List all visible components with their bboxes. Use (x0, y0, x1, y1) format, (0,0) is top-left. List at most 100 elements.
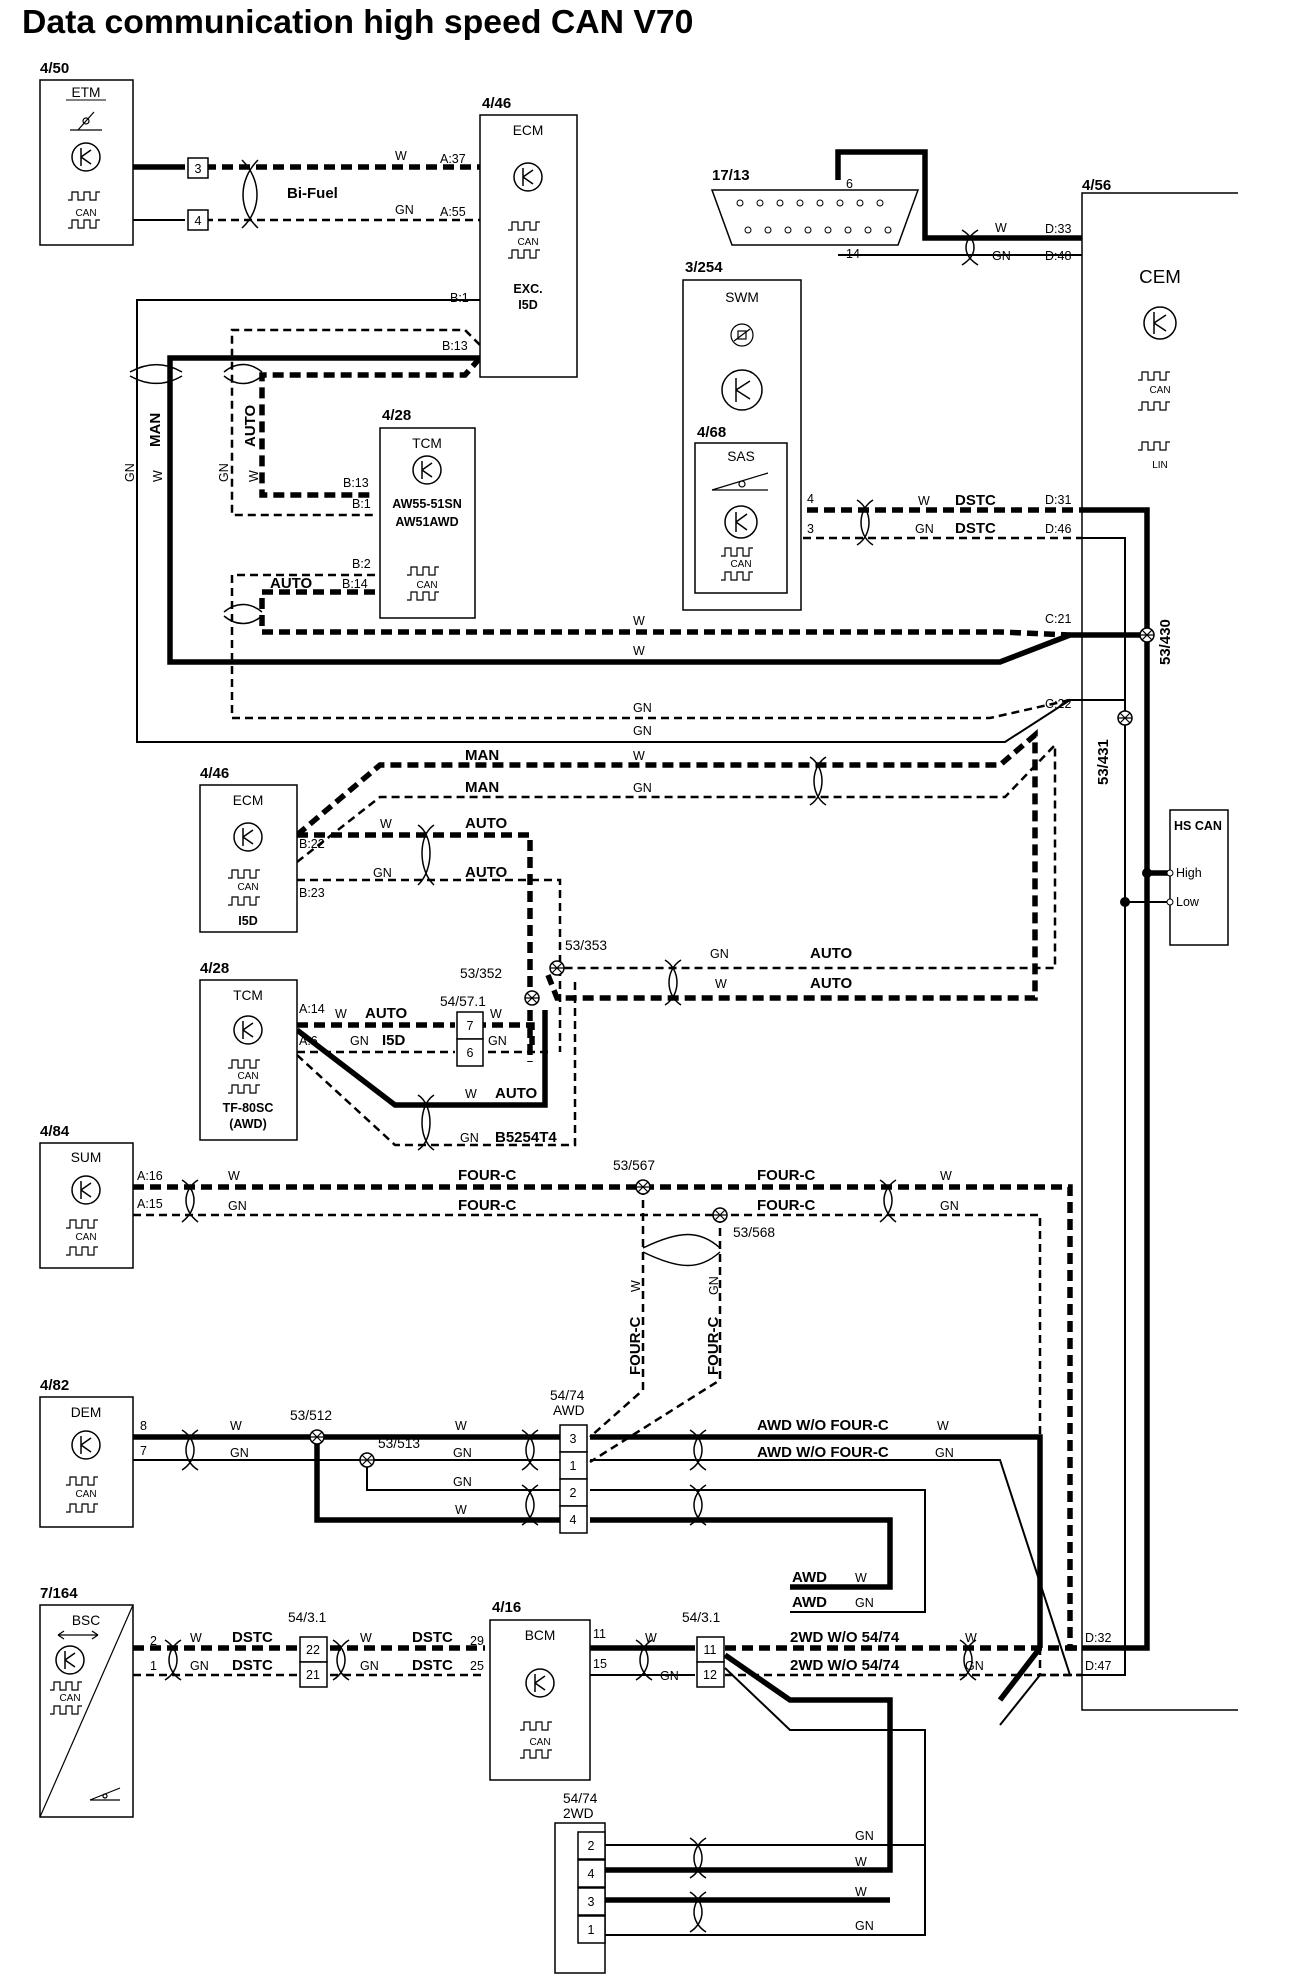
wire-label: AWD (792, 1569, 827, 1586)
wire-label: W (228, 1169, 240, 1183)
connector-54-74-2wd: 54/74 2WD 2 4 3 1 (554, 1791, 606, 1974)
twist-icon (689, 1837, 707, 1879)
transistor-icon (233, 822, 263, 852)
wire-label: FOUR-C (458, 1197, 516, 1214)
wire-man-mid-w (295, 729, 1038, 1001)
wire-label: DSTC (412, 1629, 453, 1646)
dem-box (39, 1396, 134, 1528)
pin-label: D:46 (1045, 522, 1071, 536)
can-signal-icon (50, 1681, 82, 1715)
pin-label: 3 (195, 162, 202, 176)
splice-marker (1117, 710, 1133, 726)
pin-label: 3 (570, 1432, 577, 1446)
pin-label: 25 (470, 1659, 484, 1673)
etm-module: 4/50 ETM CAN (39, 60, 134, 246)
pin-label: B:13 (442, 339, 468, 353)
bsc-can: CAN (59, 1693, 80, 1704)
sum-can: CAN (75, 1232, 96, 1243)
wire-man-w (167, 355, 1082, 665)
bcm-ref: 4/16 (492, 1599, 521, 1616)
wire-label: GN (395, 203, 414, 217)
splice-marker (635, 1179, 651, 1195)
hs-can-frame (1169, 809, 1229, 946)
wire-awd-4 (590, 1517, 893, 1590)
connector-ref: 54/57.1 (440, 994, 486, 1009)
swm-module: 3/254 SWM 4/68 SAS CAN 4 3 (682, 259, 814, 611)
wire-label: DSTC (955, 492, 996, 509)
wire-label: W (715, 977, 727, 991)
wire-cross-gn (999, 1674, 1041, 1726)
wire-label: W (455, 1503, 467, 1517)
angle-sensor-icon (89, 1787, 121, 1801)
sum-name: SUM (71, 1150, 102, 1165)
pin-label: 22 (306, 1643, 320, 1657)
transistor-icon (71, 1175, 101, 1205)
bsc-module: 7/164 BSC CAN 2 1 (39, 1585, 157, 1818)
cem-module: 4/56 CEM CAN LIN D:33 D:48 D:31 D:46 C:2… (1045, 177, 1238, 1711)
pin-label: 2 (150, 1634, 157, 1648)
pin-label: 29 (470, 1634, 484, 1648)
twist-icon (856, 499, 874, 546)
wire-dlc-w (835, 149, 1082, 241)
wire-label: GN (707, 1276, 721, 1295)
pin-label: A:6 (299, 1034, 318, 1048)
wire-label: GN (633, 701, 652, 715)
can-signal-icon (407, 566, 439, 601)
wire-label: W (190, 1631, 202, 1645)
wire-label: 2WD W/O 54/74 (790, 1629, 900, 1646)
transistor-icon (1143, 306, 1177, 340)
transistor-icon (721, 369, 763, 411)
ecm-mid-can: CAN (237, 882, 258, 893)
splice-label: 53/353 (565, 938, 607, 953)
etm-ref: 4/50 (40, 60, 69, 77)
pin-label: 2 (588, 1839, 595, 1853)
twist-icon (241, 159, 259, 229)
etm-box (39, 79, 134, 246)
wire-label: GN (350, 1034, 369, 1048)
wire-label: AUTO (242, 404, 259, 447)
twist-icon (181, 1179, 199, 1223)
wire-label: AUTO (810, 975, 853, 992)
wire-label: GN (460, 1131, 479, 1145)
wire-label: AWD W/O FOUR-C (757, 1417, 889, 1434)
connector-ref: 54/74 (563, 1791, 598, 1806)
wire-label: W (230, 1419, 242, 1433)
wire-label: GN (915, 522, 934, 536)
wire-label: W (855, 1885, 867, 1899)
throttle-icon (70, 111, 102, 131)
transistor-icon (233, 1015, 263, 1045)
pin-label: 1 (588, 1923, 595, 1937)
twist-icon (961, 229, 979, 266)
pin-label: B:1 (450, 291, 469, 305)
wire-tcm-gn (230, 573, 1071, 720)
can-signal-icon (66, 1476, 98, 1513)
wire-fourc-w-down (589, 1187, 645, 1438)
wire-label: GN (488, 1034, 507, 1048)
twist-icon (417, 1094, 435, 1151)
wire-label: W (629, 1280, 643, 1292)
wire-awd-gn (590, 1459, 1071, 1676)
ecm-mid-ref: 4/46 (200, 765, 229, 782)
wire-label: AUTO (465, 864, 508, 881)
etm-name: ETM (71, 85, 100, 100)
splice-label: 53/513 (378, 1436, 420, 1451)
wire-label: DSTC (232, 1629, 273, 1646)
wire-label: B5254T4 (495, 1129, 557, 1146)
splice-marker (359, 1452, 375, 1468)
wire-label: FOUR-C (757, 1167, 815, 1184)
wire-label: GN (230, 1446, 249, 1460)
can-signal-icon (228, 869, 260, 906)
wire-tcm2-w (297, 1022, 535, 1045)
hs-can-title: HS CAN (1174, 819, 1222, 833)
splice-label: 53/512 (290, 1408, 332, 1423)
pin-label: 1 (570, 1459, 577, 1473)
wire-cem-trunk-high (1082, 507, 1150, 1651)
splice-marker (309, 1429, 325, 1445)
wire-auto-gn (230, 328, 481, 517)
pin-label: B:14 (342, 577, 368, 591)
wire-label: GN (633, 781, 652, 795)
wire-label: GN (633, 724, 652, 738)
pin-label: 11 (593, 1627, 606, 1641)
splice-label: 53/352 (460, 966, 502, 981)
wire-label: W (395, 149, 407, 163)
